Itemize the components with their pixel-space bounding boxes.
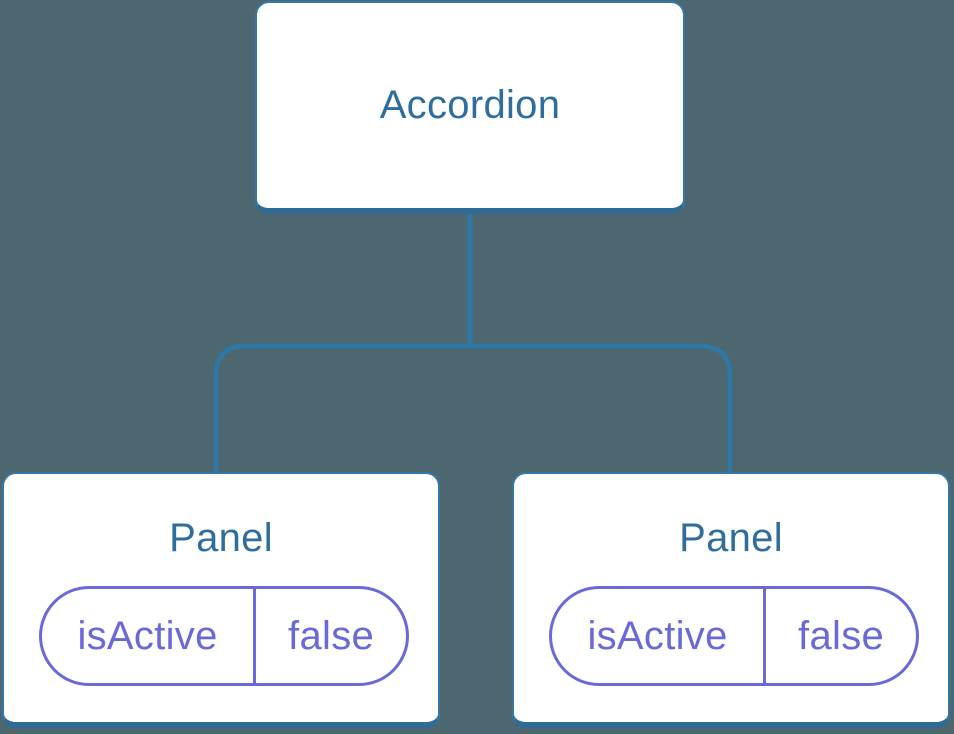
panel-1-state-key: isActive xyxy=(42,589,257,683)
panel-1-state-pill: isActive false xyxy=(39,586,409,686)
panel-2-label: Panel xyxy=(679,516,783,560)
panel-2-state-pill: isActive false xyxy=(549,586,919,686)
panel-1-state-value: false xyxy=(288,613,375,658)
panel-2-state-value: false xyxy=(798,613,885,658)
panel-1-label: Panel xyxy=(169,516,273,560)
root-node-label: Accordion xyxy=(379,83,561,127)
child-node-panel-2: Panel isActive false xyxy=(512,472,950,728)
connector-branch-bracket xyxy=(213,343,733,473)
root-node-accordion: Accordion xyxy=(255,1,685,214)
child-node-panel-1: Panel isActive false xyxy=(2,472,440,728)
panel-2-state-key: isActive xyxy=(552,589,767,683)
